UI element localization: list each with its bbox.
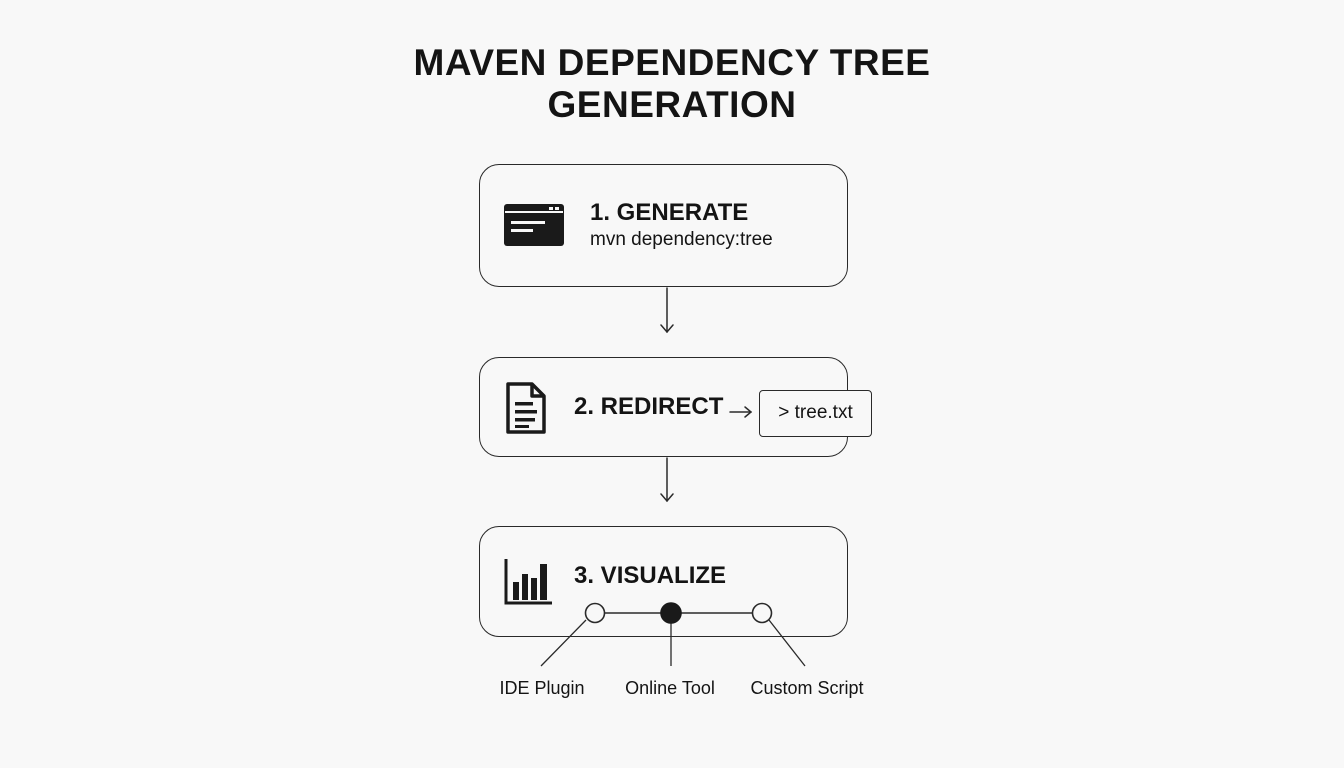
step-generate-title: 1. GENERATE	[590, 199, 749, 226]
title-line-2: GENERATION	[547, 84, 797, 125]
output-file-box: > tree.txt	[759, 390, 872, 437]
step-redirect-title: 2. REDIRECT	[574, 393, 724, 420]
bar-chart-icon	[504, 559, 552, 605]
document-icon	[506, 382, 546, 434]
step-generate-command: mvn dependency:tree	[590, 229, 773, 250]
terminal-window-icon	[504, 204, 564, 246]
arrow-step1-to-step2	[660, 287, 674, 334]
tool-label-online-tool: Online Tool	[625, 678, 715, 698]
arrow-step2-to-step3	[660, 457, 674, 503]
title-line-1: MAVEN DEPENDENCY TREE	[413, 42, 931, 83]
step-visualize-title: 3. VISUALIZE	[574, 562, 727, 589]
diagram-title: MAVEN DEPENDENCY TREE GENERATION	[372, 42, 972, 126]
tool-label-custom-script: Custom Script	[750, 678, 864, 698]
tool-label-ide-plugin: IDE Plugin	[499, 678, 585, 698]
